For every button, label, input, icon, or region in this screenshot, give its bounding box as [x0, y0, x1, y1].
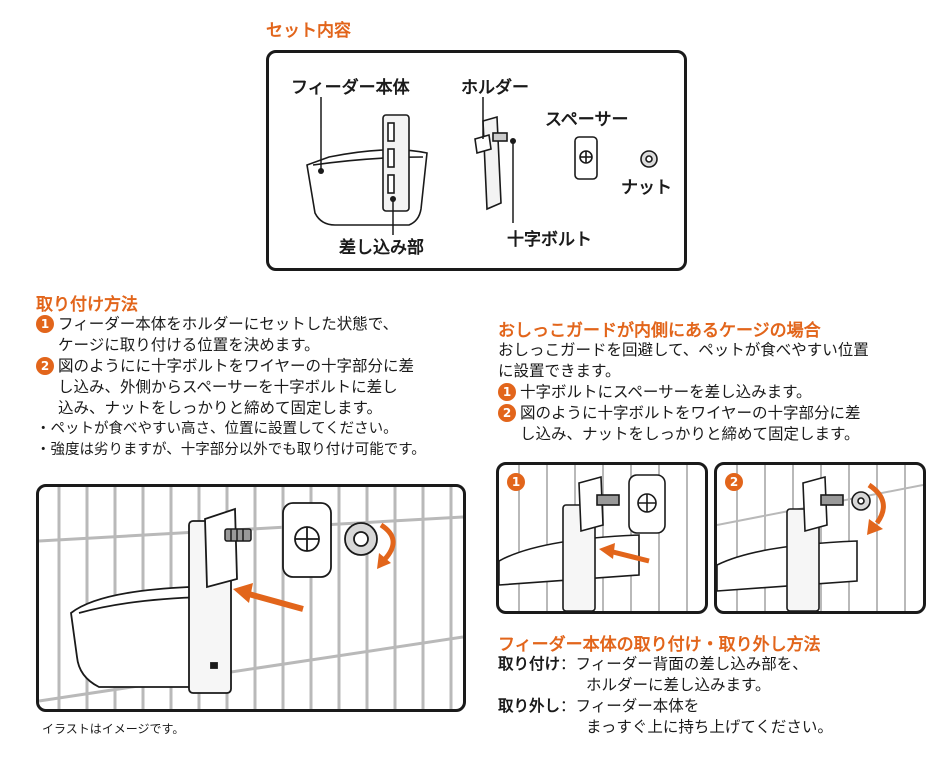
attach-detach-title: フィーダー本体の取り付け・取り外し方法 — [498, 635, 821, 655]
holder-label: ホルダー — [461, 78, 529, 98]
detach-line1: フィーダー本体を — [575, 697, 700, 715]
attach-detach-text: 取り付け：フィーダー背面の差し込み部を、 ホルダーに差し込みます。 取り外し：フ… — [498, 654, 833, 738]
pee-guard-panel-2: 2 — [714, 462, 926, 614]
panel2-illustration — [717, 465, 923, 611]
holder-drawing — [474, 115, 508, 211]
pee-step-number-1: 1 — [498, 383, 516, 401]
spacer-drawing-large — [282, 502, 332, 578]
panel1-number: 1 — [507, 473, 525, 491]
set-contents-box: フィーダー本体 ホルダー スペーサー ナット 差し込み部 十字ボルト — [266, 50, 687, 271]
install-illustration — [39, 487, 463, 709]
pee-guard-title: おしっこガードが内側にあるケージの場合 — [498, 321, 821, 341]
set-contents-title: セット内容 — [266, 21, 351, 41]
panel1-illustration — [499, 465, 688, 611]
feeder-body-label: フィーダー本体 — [291, 78, 410, 98]
pee-guard-intro-line1: おしっこガードを回避して、ペットが食べやすい位置 — [498, 341, 869, 359]
attach-line2: ホルダーに差し込みます。 — [586, 676, 771, 694]
attach-line1: フィーダー背面の差し込み部を、 — [575, 655, 808, 673]
install-illustration-box — [36, 484, 466, 712]
install-note1: ・ペットが食べやすい高さ、位置に設置してください。 — [36, 421, 398, 437]
pee-guard-panel-1: 1 — [496, 462, 708, 614]
nut-label: ナット — [621, 178, 672, 198]
install-step2-line2: し込み、外側からスペーサーを十字ボルトに差し — [58, 378, 398, 396]
step-number-1: 1 — [36, 315, 54, 333]
pee-step2-line2: し込み、ナットをしっかりと締めて固定します。 — [520, 425, 860, 443]
rotate-arrow — [379, 522, 396, 561]
set-contents-illustration — [306, 97, 658, 235]
detach-label: 取り外し — [498, 697, 561, 715]
step-number-2: 2 — [36, 357, 54, 375]
insert-part-label: 差し込み部 — [339, 238, 424, 258]
detach-line2: まっすぐ上に持ち上げてください。 — [586, 718, 833, 736]
install-step2-line1: 図のようにに十字ボルトをワイヤーの十字部分に差 — [58, 357, 415, 375]
attach-colon: ： — [560, 655, 576, 673]
pee-step2-line1: 図のように十字ボルトをワイヤーの十字部分に差 — [520, 404, 861, 422]
spacer-drawing — [574, 136, 598, 180]
install-title: 取り付け方法 — [36, 295, 138, 315]
attach-label: 取り付け — [498, 655, 561, 673]
spacer-label: スペーサー — [545, 110, 629, 130]
pee-step1-line1: 十字ボルトにスペーサーを差し込みます。 — [520, 383, 812, 401]
detach-colon: ： — [560, 697, 576, 715]
nut-drawing — [640, 150, 658, 168]
pee-guard-intro-line2: に設置できます。 — [498, 362, 621, 380]
nut-drawing-large — [344, 522, 378, 556]
insert-arrow — [244, 590, 304, 612]
feeder-body-drawing — [306, 114, 428, 226]
bolt-drawing — [224, 528, 252, 542]
panel2-number: 2 — [725, 473, 743, 491]
cross-bolt-label: 十字ボルト — [507, 230, 592, 250]
install-step1-line1: フィーダー本体をホルダーにセットした状態で、 — [58, 315, 399, 333]
illustration-caption: イラストはイメージです。 — [42, 722, 185, 736]
pee-step-number-2: 2 — [498, 404, 516, 422]
install-step2-line3: 込み、ナットをしっかりと締めて固定します。 — [58, 399, 382, 417]
install-step1-line2: ケージに取り付ける位置を決めます。 — [58, 336, 320, 354]
install-note2: ・強度は劣りますが、十字部分以外でも取り付け可能です。 — [36, 442, 426, 458]
